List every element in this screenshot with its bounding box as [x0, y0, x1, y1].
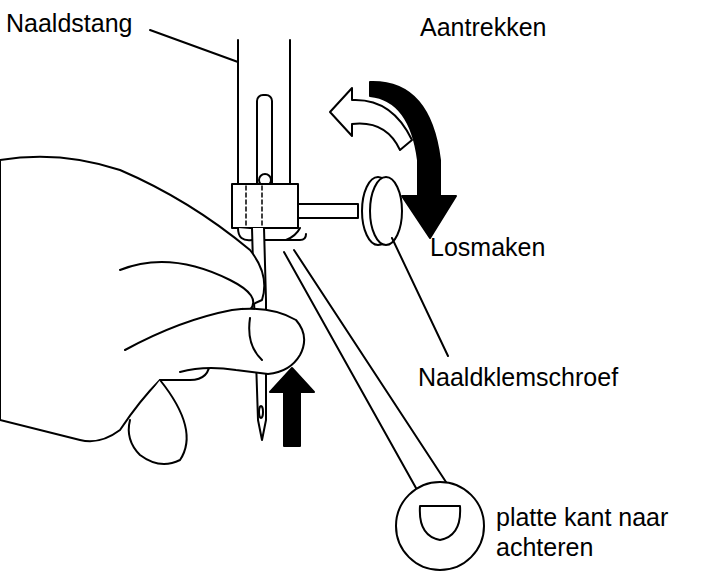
push-up-arrow — [270, 368, 314, 446]
bar-slot — [257, 95, 272, 190]
needle-clamp — [232, 184, 298, 228]
needle-bar — [237, 40, 239, 184]
leader-line — [284, 252, 416, 488]
hand — [0, 157, 304, 464]
part-label: platte kant naar achteren — [496, 502, 691, 562]
part-label: Aantrekken — [420, 12, 546, 42]
needle-cross-section — [396, 482, 484, 570]
flat-side-symbol — [420, 506, 460, 540]
part-label: Naaldstang — [6, 8, 132, 38]
needle-bar — [289, 40, 291, 184]
part-label: Naaldklemschroef — [418, 362, 618, 392]
leader-line — [150, 30, 238, 62]
loosen-arrow — [370, 82, 456, 238]
part-label: Losmaken — [430, 232, 545, 262]
screw-shaft — [298, 204, 358, 218]
